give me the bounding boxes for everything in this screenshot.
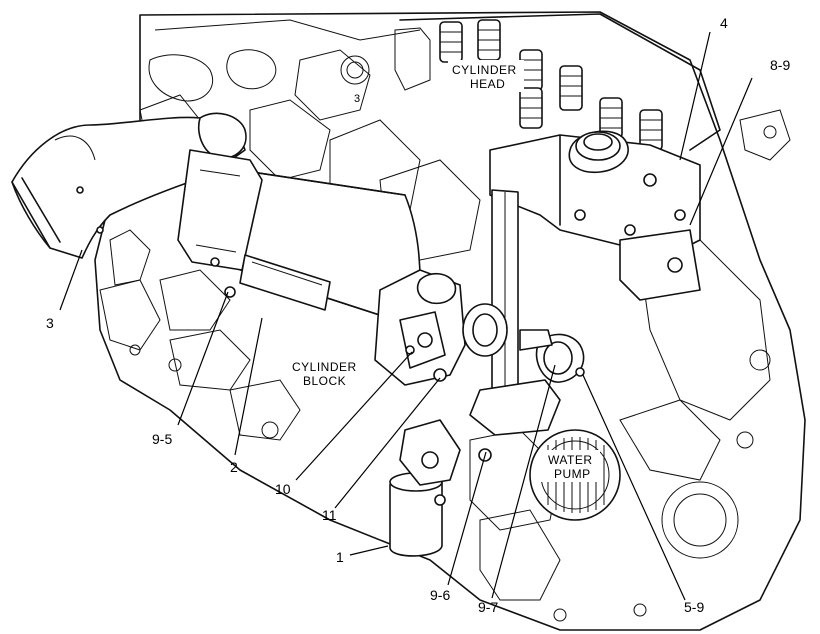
cylinder-head-label-line1: CYLINDER: [452, 63, 517, 77]
valve-springs: [439, 19, 663, 151]
cylinder-head-valvetrain: [394, 13, 791, 161]
callout-9-5: 9-5: [152, 431, 172, 447]
thermostat-housing: [489, 130, 701, 301]
region-labels: CYLINDER HEAD CYLINDER BLOCK WATER PUMP: [290, 60, 593, 481]
callout-9-6: 9-6: [430, 587, 450, 603]
water-pump-label-line1: WATER: [548, 453, 593, 467]
callout-9-7: 9-7: [478, 599, 498, 615]
oil-filter: [389, 419, 461, 557]
callouts: 4 8-9 3 3 9-5 2 10 11 1 9-6 9-7 5-9: [46, 15, 790, 615]
cylinder-block-label-line1: CYLINDER: [292, 360, 357, 374]
intake-elbow: [11, 112, 247, 259]
callout-5-9: 5-9: [684, 599, 704, 615]
coolant-tube: [491, 189, 519, 396]
cooler-bonnet: [374, 269, 508, 386]
callout-3-small: 3: [354, 93, 360, 105]
callout-8-9: 8-9: [770, 57, 790, 73]
cylinder-head-label-line2: HEAD: [470, 77, 505, 91]
callout-3: 3: [46, 315, 54, 331]
cylinder-block-label-line2: BLOCK: [303, 374, 346, 388]
callout-4: 4: [720, 15, 728, 31]
leader-lines: [59, 31, 753, 601]
callout-1: 1: [336, 549, 344, 565]
callout-2: 2: [230, 459, 238, 475]
water-pump-label-line2: PUMP: [554, 467, 591, 481]
water-pump-elbow: [469, 329, 585, 462]
water-pump: [529, 429, 621, 521]
callout-10: 10: [275, 481, 291, 497]
oil-cooler: [177, 149, 421, 321]
callout-11: 11: [322, 507, 337, 523]
